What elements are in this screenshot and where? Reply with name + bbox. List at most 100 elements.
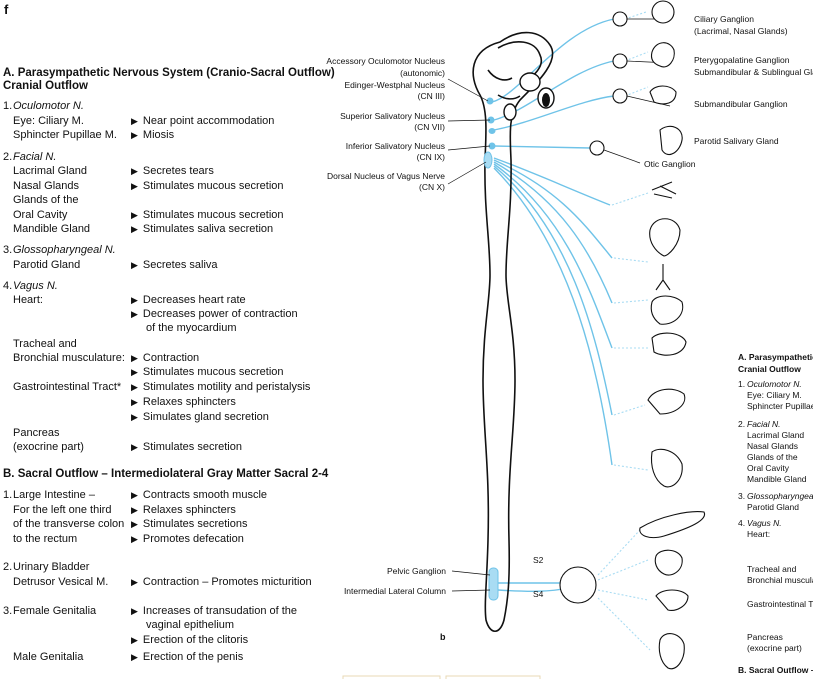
bladder-icon: [654, 549, 683, 576]
s2-label: S2: [533, 555, 544, 565]
uterus-icon: [655, 589, 689, 611]
item-number: 4.: [3, 280, 13, 292]
bottom-frames: [342, 675, 541, 679]
submandibular-ganglion: [612, 88, 628, 104]
organ-label: Tracheal and: [13, 338, 77, 350]
organ-label: to the rectum: [13, 533, 78, 545]
facial-nerve-label: Facial N.: [747, 419, 781, 429]
effect-label: Miosis: [131, 129, 174, 142]
organ-label: Lacrimal Gland: [13, 165, 87, 177]
cerebellum-lobe: [503, 103, 517, 121]
effect-label: Secretes saliva: [131, 259, 218, 272]
effect-label: Stimulates saliva secretion: [131, 223, 273, 236]
left-text-panel: f A. Parasympathetic Nervous System (Cra…: [0, 0, 335, 679]
nerve-fiber: [493, 167, 613, 466]
midbrain-contour: [487, 69, 513, 81]
oculomotor-nerve-label: Oculomotor N.: [747, 379, 802, 389]
organ-label: Gastrointestinal Tract: [747, 599, 813, 609]
section-a-subtitle: Cranial Outflow: [3, 80, 88, 92]
effect-label: Decreases power of contraction: [131, 308, 298, 321]
nasal-gland-icon: [651, 181, 677, 199]
organ-label: Mandible Gland: [747, 474, 807, 484]
glossopharyngeal-nerve-label: Glossopharyngeal N.: [747, 491, 813, 501]
organ-label: Sphincter Pupillae M: [747, 401, 813, 411]
facial-nerve-label: Facial N.: [13, 151, 57, 163]
superior-salivatory-sub: (CN VII): [414, 122, 445, 132]
intestine-icon: [650, 448, 683, 488]
item-number: 3.: [3, 605, 13, 617]
organ-label: Eye: Ciliary M.: [13, 115, 84, 127]
item-number: 2.: [3, 561, 13, 573]
organ-label: Parotid Gland: [13, 259, 81, 271]
pelvic-ganglion: [559, 566, 597, 604]
effect-label: Stimulates mucous secretion: [131, 366, 284, 379]
item-number: 4.: [738, 518, 746, 528]
ciliary-ganglion-sub: (Lacrimal, Nasal Glands): [694, 26, 788, 36]
organ-label: Tracheal and: [747, 564, 797, 574]
right-text-panel: A. Parasympathetic N Cranial Outflow 1. …: [735, 348, 813, 679]
lacrimal-gland-icon: [650, 42, 675, 68]
otic-ganglion-label: Otic Ganglion: [644, 159, 696, 169]
organ-label: Parotid Gland: [747, 502, 799, 512]
nerve-fiber: [493, 163, 613, 349]
organ-label: Large Intestine –: [13, 489, 95, 501]
heart-icon: [649, 218, 681, 257]
item-number: 1.: [3, 489, 13, 501]
organ-label: Gastrointestinal Tract*: [13, 381, 122, 393]
ganglia: [559, 11, 628, 604]
organ-label: Nasal Glands: [13, 180, 80, 192]
dorsal-vagus-nucleus: [483, 151, 493, 169]
organ-label: Oral Cavity: [747, 463, 790, 473]
pterygopalatine-ganglion: [612, 53, 628, 69]
section-a-title: A. Parasympathetic Nervous System (Crani…: [3, 67, 335, 79]
effect-label: Near point accommodation: [131, 115, 274, 128]
pancreas-icon: [647, 388, 686, 415]
edinger-westphal-sub: (CN III): [418, 91, 446, 101]
organ-label: For the left one third: [13, 504, 112, 516]
midbrain-contour: [497, 94, 521, 100]
effect-label: Stimulates mucous secretion: [131, 180, 284, 193]
effect-label: Stimulates mucous secretion: [131, 209, 284, 222]
male-genitalia-icon: [658, 633, 685, 670]
nerve-fiber: [493, 165, 613, 416]
glossopharyngeal-nerve-label: Glossopharyngeal N.: [13, 244, 116, 256]
right-title: A. Parasympathetic N: [738, 352, 813, 362]
accessory-oculomotor-label: Accessory Oculomotor Nucleus: [326, 56, 445, 66]
effect-label: Relaxes sphincters: [131, 504, 236, 517]
effect-label: Increases of transudation of the: [131, 605, 297, 618]
effect-label: Promotes defecation: [131, 533, 244, 546]
effect-label: Decreases heart rate: [131, 294, 246, 307]
superior-salivatory-label: Superior Salivatory Nucleus: [340, 111, 445, 121]
inferior-salivatory-label: Inferior Salivatory Nucleus: [346, 141, 445, 151]
dorsal-vagus-sub: (CN X): [419, 182, 445, 192]
organ-label: Urinary Bladder: [13, 561, 90, 573]
organ-label: Glands of the: [747, 452, 798, 462]
panel-b-label: b: [440, 632, 446, 642]
ciliary-ganglion: [612, 11, 628, 27]
organ-label: Male Genitalia: [13, 651, 84, 663]
superior-salivatory-nucleus: [488, 128, 496, 134]
organ-label: Eye: Ciliary M.: [747, 390, 802, 400]
oculomotor-nerve-label: Oculomotor N.: [13, 100, 84, 112]
intermedial-lateral-label: Intermedial Lateral Column: [344, 586, 446, 596]
organ-label: Glands of the: [13, 194, 79, 206]
parotid-salivary-label: Parotid Salivary Gland: [694, 136, 779, 146]
nerve-fiber: [493, 159, 613, 259]
diagram-labels: Accessory Oculomotor Nucleus (autonomic)…: [326, 14, 813, 642]
effect-label: Contraction – Promotes micturition: [131, 576, 312, 589]
item-number: 1.: [738, 379, 746, 389]
organ-label: Detrusor Vesical M.: [13, 576, 109, 588]
nerve-fibers: [491, 18, 615, 593]
effect-label: Erection of the penis: [131, 651, 243, 664]
organ-glyphs: [639, 0, 706, 670]
organ-label: Heart:: [747, 529, 771, 539]
edinger-westphal-nucleus: [486, 97, 494, 105]
organ-label: of the transverse colon: [13, 518, 125, 530]
leader-lines: [447, 18, 671, 592]
organ-label: (exocrine part): [13, 441, 84, 453]
nerve-fiber: [493, 161, 613, 304]
colon-icon: [639, 511, 706, 539]
effect-label: vaginal epithelium: [146, 619, 235, 631]
nuclei: [483, 97, 499, 601]
